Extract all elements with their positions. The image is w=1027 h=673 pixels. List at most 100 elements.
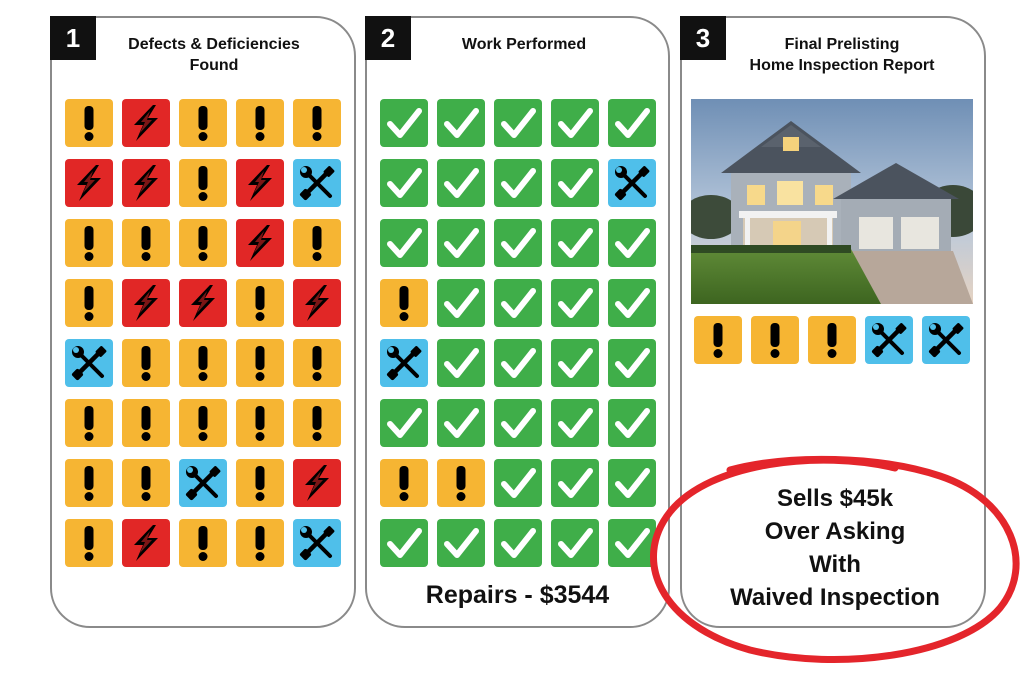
checkmark-icon [612,343,652,383]
outcome-text: Sells $45k Over Asking With Waived Inspe… [690,482,980,614]
checkmark-icon [384,523,424,563]
work-performed-title: Work Performed [461,36,587,53]
checkmark-icon [498,223,538,263]
warning-tile [293,219,341,267]
done-tile [494,159,542,207]
lightning-icon [126,283,166,323]
exclamation-icon [126,463,166,503]
checkmark-icon [441,283,481,323]
done-tile [551,399,599,447]
exclamation-icon [183,403,223,443]
done-tile [494,279,542,327]
danger-tile [122,519,170,567]
done-tile [608,399,656,447]
warning-tile [236,459,284,507]
warning-tile [65,399,113,447]
outcome-line: Over Asking [764,518,906,545]
done-tile [494,99,542,147]
exclamation-icon [183,523,223,563]
outcome-line: Waived Inspection [730,584,940,611]
exclamation-icon [441,463,481,503]
done-tile [437,99,485,147]
checkmark-icon [384,223,424,263]
lightning-icon [297,463,337,503]
wrench-screwdriver-icon [926,320,966,360]
danger-tile [236,219,284,267]
repair-tile [380,339,428,387]
checkmark-icon [441,223,481,263]
checkmark-icon [555,343,595,383]
wrench-screwdriver-icon [297,163,337,203]
checkmark-icon [441,103,481,143]
warning-tile [437,459,485,507]
warning-tile [122,399,170,447]
exclamation-icon [297,403,337,443]
done-tile [494,459,542,507]
done-tile [551,339,599,387]
exclamation-icon [183,103,223,143]
checkmark-icon [612,223,652,263]
warning-tile [293,339,341,387]
warning-tile [380,279,428,327]
checkmark-icon [384,163,424,203]
warning-tile [122,219,170,267]
outcome-line: Sells $45k [776,485,894,512]
exclamation-icon [240,103,280,143]
done-tile [437,219,485,267]
exclamation-icon [384,463,424,503]
wrench-screwdriver-icon [384,343,424,383]
exclamation-icon [183,163,223,203]
checkmark-icon [498,283,538,323]
wrench-screwdriver-icon [612,163,652,203]
checkmark-icon [555,103,595,143]
done-tile [437,399,485,447]
exclamation-icon [240,343,280,383]
wrench-screwdriver-icon [69,343,109,383]
exclamation-icon [297,343,337,383]
lightning-icon [240,223,280,263]
defects-icon-grid [65,99,341,567]
exclamation-icon [183,343,223,383]
warning-tile [236,279,284,327]
warning-tile [236,519,284,567]
checkmark-icon [441,403,481,443]
done-tile [551,279,599,327]
exclamation-icon [240,283,280,323]
checkmark-icon [384,403,424,443]
lightning-icon [126,163,166,203]
exclamation-icon [183,223,223,263]
exclamation-icon [698,320,738,360]
exclamation-icon [69,223,109,263]
wrench-screwdriver-icon [297,523,337,563]
checkmark-icon [555,523,595,563]
done-tile [551,219,599,267]
lightning-icon [297,283,337,323]
done-tile [608,519,656,567]
checkmark-icon [555,283,595,323]
lightning-icon [126,523,166,563]
done-tile [551,459,599,507]
final-report-icon-grid [694,316,970,364]
done-tile [437,519,485,567]
step-1-badge: 1 [50,16,96,60]
done-tile [437,279,485,327]
done-tile [380,159,428,207]
checkmark-icon [612,283,652,323]
warning-tile [236,99,284,147]
done-tile [494,519,542,567]
warning-tile [293,399,341,447]
house-photo [691,99,973,304]
exclamation-icon [126,343,166,383]
exclamation-icon [240,523,280,563]
checkmark-icon [384,103,424,143]
checkmark-icon [498,343,538,383]
defects-title: Defects & Deficiencies Found [128,36,300,74]
step-2-badge: 2 [365,16,411,60]
done-tile [608,459,656,507]
done-tile [551,519,599,567]
danger-tile [122,279,170,327]
done-tile [551,159,599,207]
outcome-line: With [809,551,861,578]
warning-tile [179,219,227,267]
checkmark-icon [555,223,595,263]
